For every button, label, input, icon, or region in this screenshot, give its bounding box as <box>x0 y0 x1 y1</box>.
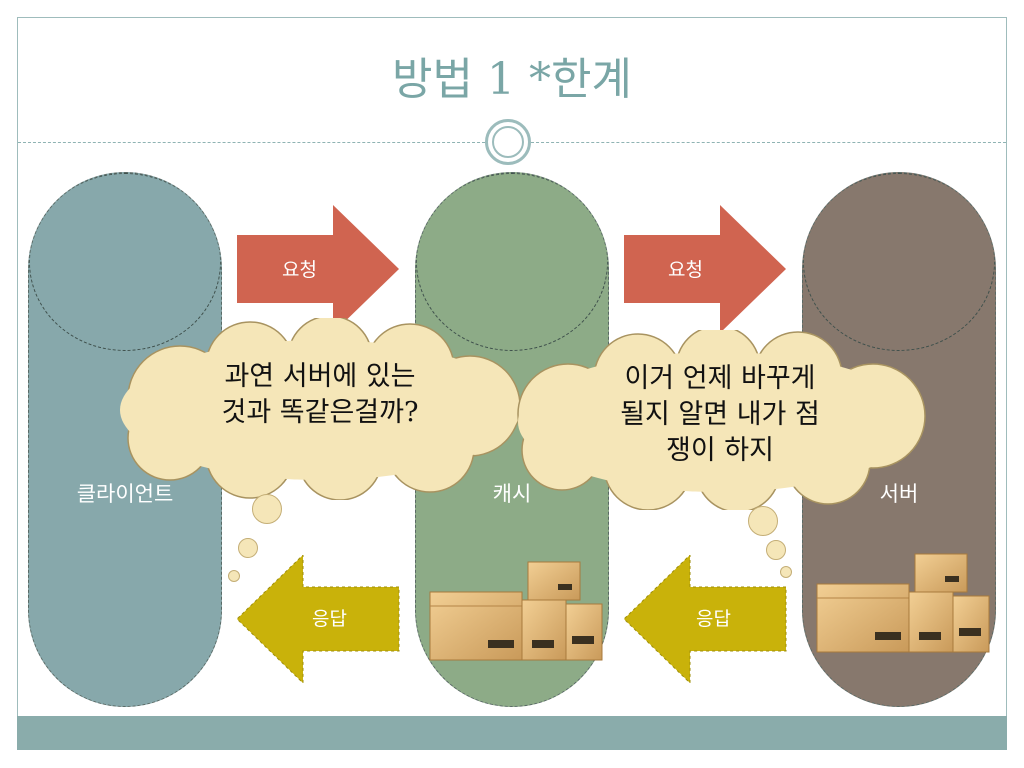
thought-cloud-left <box>120 318 521 500</box>
thought-cloud-left-line2: 것과 똑같은걸까? <box>221 397 419 428</box>
thought-cloud-right-line1: 이거 언제 바꾸게 <box>624 363 816 394</box>
request-arrow-2 <box>624 205 786 333</box>
slide-title: 방법 1 *한계 <box>392 54 632 105</box>
thought-cloud-right-line2: 될지 알면 내가 점 <box>620 399 820 430</box>
divider-ring-inner <box>492 126 524 158</box>
cardboard-boxes-cache <box>429 561 603 661</box>
request-arrow-1-label: 요청 <box>282 259 317 281</box>
server-label: 서버 <box>879 482 919 506</box>
thought-bubble-left-medium <box>238 538 258 558</box>
thought-bubble-right-large <box>748 506 778 536</box>
response-arrow-2-label: 응답 <box>696 608 731 630</box>
thought-bubble-right-small <box>780 566 792 578</box>
request-arrow-2-label: 요청 <box>668 259 703 281</box>
thought-cloud-right-line3: 쟁이 하지 <box>666 435 774 466</box>
request-arrow-1 <box>237 205 399 333</box>
thought-cloud-right <box>517 330 926 510</box>
thought-bubble-right-medium <box>766 540 786 560</box>
response-arrow-2 <box>624 555 787 685</box>
thought-cloud-left-line1: 과연 서버에 있는 <box>224 361 416 392</box>
cardboard-boxes-server <box>816 553 990 653</box>
client-column-top <box>29 173 221 351</box>
thought-bubble-left-small <box>228 570 240 582</box>
divider-ring-ornament <box>485 119 531 165</box>
server-column-top <box>803 173 995 351</box>
client-label: 클라이언트 <box>76 482 174 506</box>
cache-column-top <box>416 173 608 351</box>
title-divider-left <box>18 142 485 143</box>
cache-label: 캐시 <box>492 482 532 506</box>
response-arrow-1-label: 응답 <box>312 608 347 630</box>
thought-bubble-left-large <box>252 494 282 524</box>
title-divider-right <box>531 142 1006 143</box>
response-arrow-1 <box>237 555 400 685</box>
footer-band <box>17 716 1007 750</box>
